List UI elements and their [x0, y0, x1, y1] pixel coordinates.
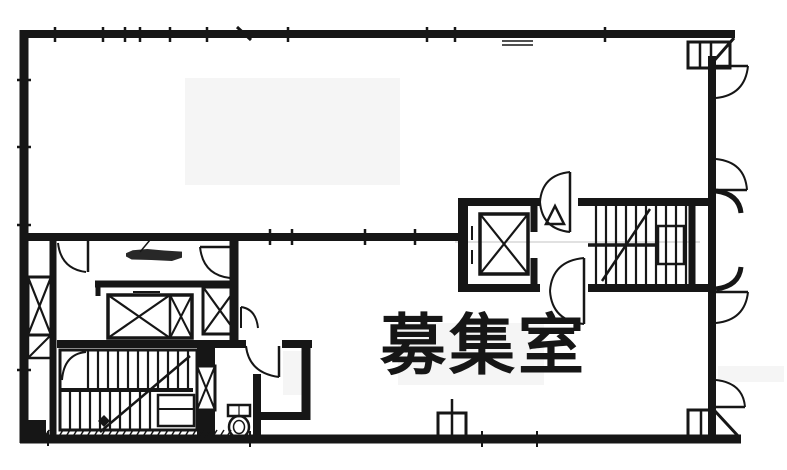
core-door-symbol-bottom [549, 257, 586, 325]
shaft-symbol-column [201, 285, 239, 336]
right-core [458, 171, 716, 325]
outer-walls [19, 30, 741, 444]
stairs-symbol-left [58, 348, 199, 433]
partition-door-symbol [57, 241, 90, 273]
door-symbol-4 [715, 379, 746, 409]
left-wall-shaft-symbol [26, 275, 53, 360]
scan-artifacts [185, 78, 784, 395]
elevator-symbol-right [471, 212, 530, 276]
elevator-symbol-left [106, 291, 194, 340]
corner-block [21, 420, 46, 443]
column-symbol-center [436, 399, 468, 441]
stairs-symbol-right [588, 204, 696, 286]
illegible-small-label [126, 249, 182, 261]
door-symbol-1 [715, 64, 749, 99]
left-core [29, 239, 312, 443]
toilet-door-symbol [245, 345, 281, 378]
corner-bottom-right [686, 408, 741, 440]
door-symbol-2 [715, 158, 748, 192]
door-symbol-3 [715, 290, 749, 324]
core-door-symbol-top [539, 171, 572, 233]
wall-joint-ticks [17, 25, 607, 447]
toilet-symbol [226, 403, 252, 440]
partition-wall [28, 229, 463, 245]
core-door-symbol-small [240, 306, 259, 329]
corner-top-right [686, 37, 736, 70]
bottom-columns [21, 399, 468, 446]
wall-connector-curve-top [715, 188, 744, 214]
room-label: 募集室 [380, 308, 587, 382]
right-wall-doors [715, 64, 749, 409]
core-door-symbol-upper [199, 245, 231, 279]
toilet-room [195, 340, 311, 443]
wall-connector-curve-bottom [715, 266, 744, 292]
label-leader-line [139, 233, 156, 253]
